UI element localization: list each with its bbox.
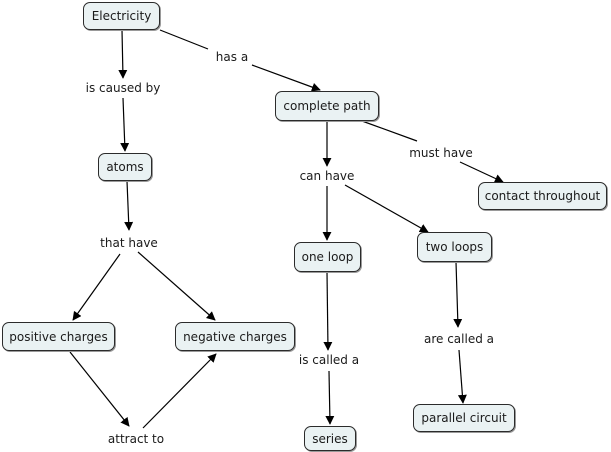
node-atoms[interactable]: atoms bbox=[98, 153, 152, 181]
node-electricity[interactable]: Electricity bbox=[83, 2, 160, 30]
node-one-loop[interactable]: one loop bbox=[294, 242, 361, 272]
edge-atoms-that-have bbox=[124, 180, 134, 231]
edge-electricity-has-a bbox=[159, 29, 209, 50]
edge-that-have-positive bbox=[72, 253, 121, 321]
link-must-have: must have bbox=[407, 146, 475, 160]
node-series[interactable]: series bbox=[304, 426, 356, 451]
edge-has-a-complete-path bbox=[251, 64, 321, 92]
edge-must-have-contact bbox=[459, 161, 504, 183]
edge-is-called-a-series bbox=[325, 370, 335, 425]
link-is-called-a: is called a bbox=[296, 353, 362, 367]
edge-electricity-is-caused-by bbox=[118, 29, 128, 79]
edge-can-have-two-loops bbox=[344, 184, 429, 233]
link-has-a: has a bbox=[213, 50, 251, 64]
node-positive-charges[interactable]: positive charges bbox=[2, 322, 115, 351]
link-attract-to: attract to bbox=[105, 432, 167, 446]
node-contact-throughout[interactable]: contact throughout bbox=[478, 182, 607, 210]
link-are-called-a: are called a bbox=[421, 332, 497, 346]
link-can-have: can have bbox=[297, 169, 357, 183]
edge-that-have-negative bbox=[137, 251, 216, 321]
edge-is-caused-by-atoms bbox=[120, 97, 130, 152]
edge-one-loop-is-called-a bbox=[323, 271, 333, 351]
edge-attract-to-negative bbox=[142, 353, 217, 429]
node-parallel-circuit[interactable]: parallel circuit bbox=[413, 404, 515, 432]
node-two-loops[interactable]: two loops bbox=[417, 232, 492, 262]
edge-complete-path-must-have bbox=[361, 120, 418, 142]
node-complete-path[interactable]: complete path bbox=[275, 91, 379, 121]
edge-positive-attract-to bbox=[69, 351, 130, 427]
link-is-caused-by: is caused by bbox=[83, 81, 163, 95]
edge-two-loops-are-called-a bbox=[453, 261, 463, 328]
link-that-have: that have bbox=[98, 236, 160, 250]
node-negative-charges[interactable]: negative charges bbox=[175, 322, 295, 351]
edge-are-called-a-parallel bbox=[457, 349, 467, 404]
